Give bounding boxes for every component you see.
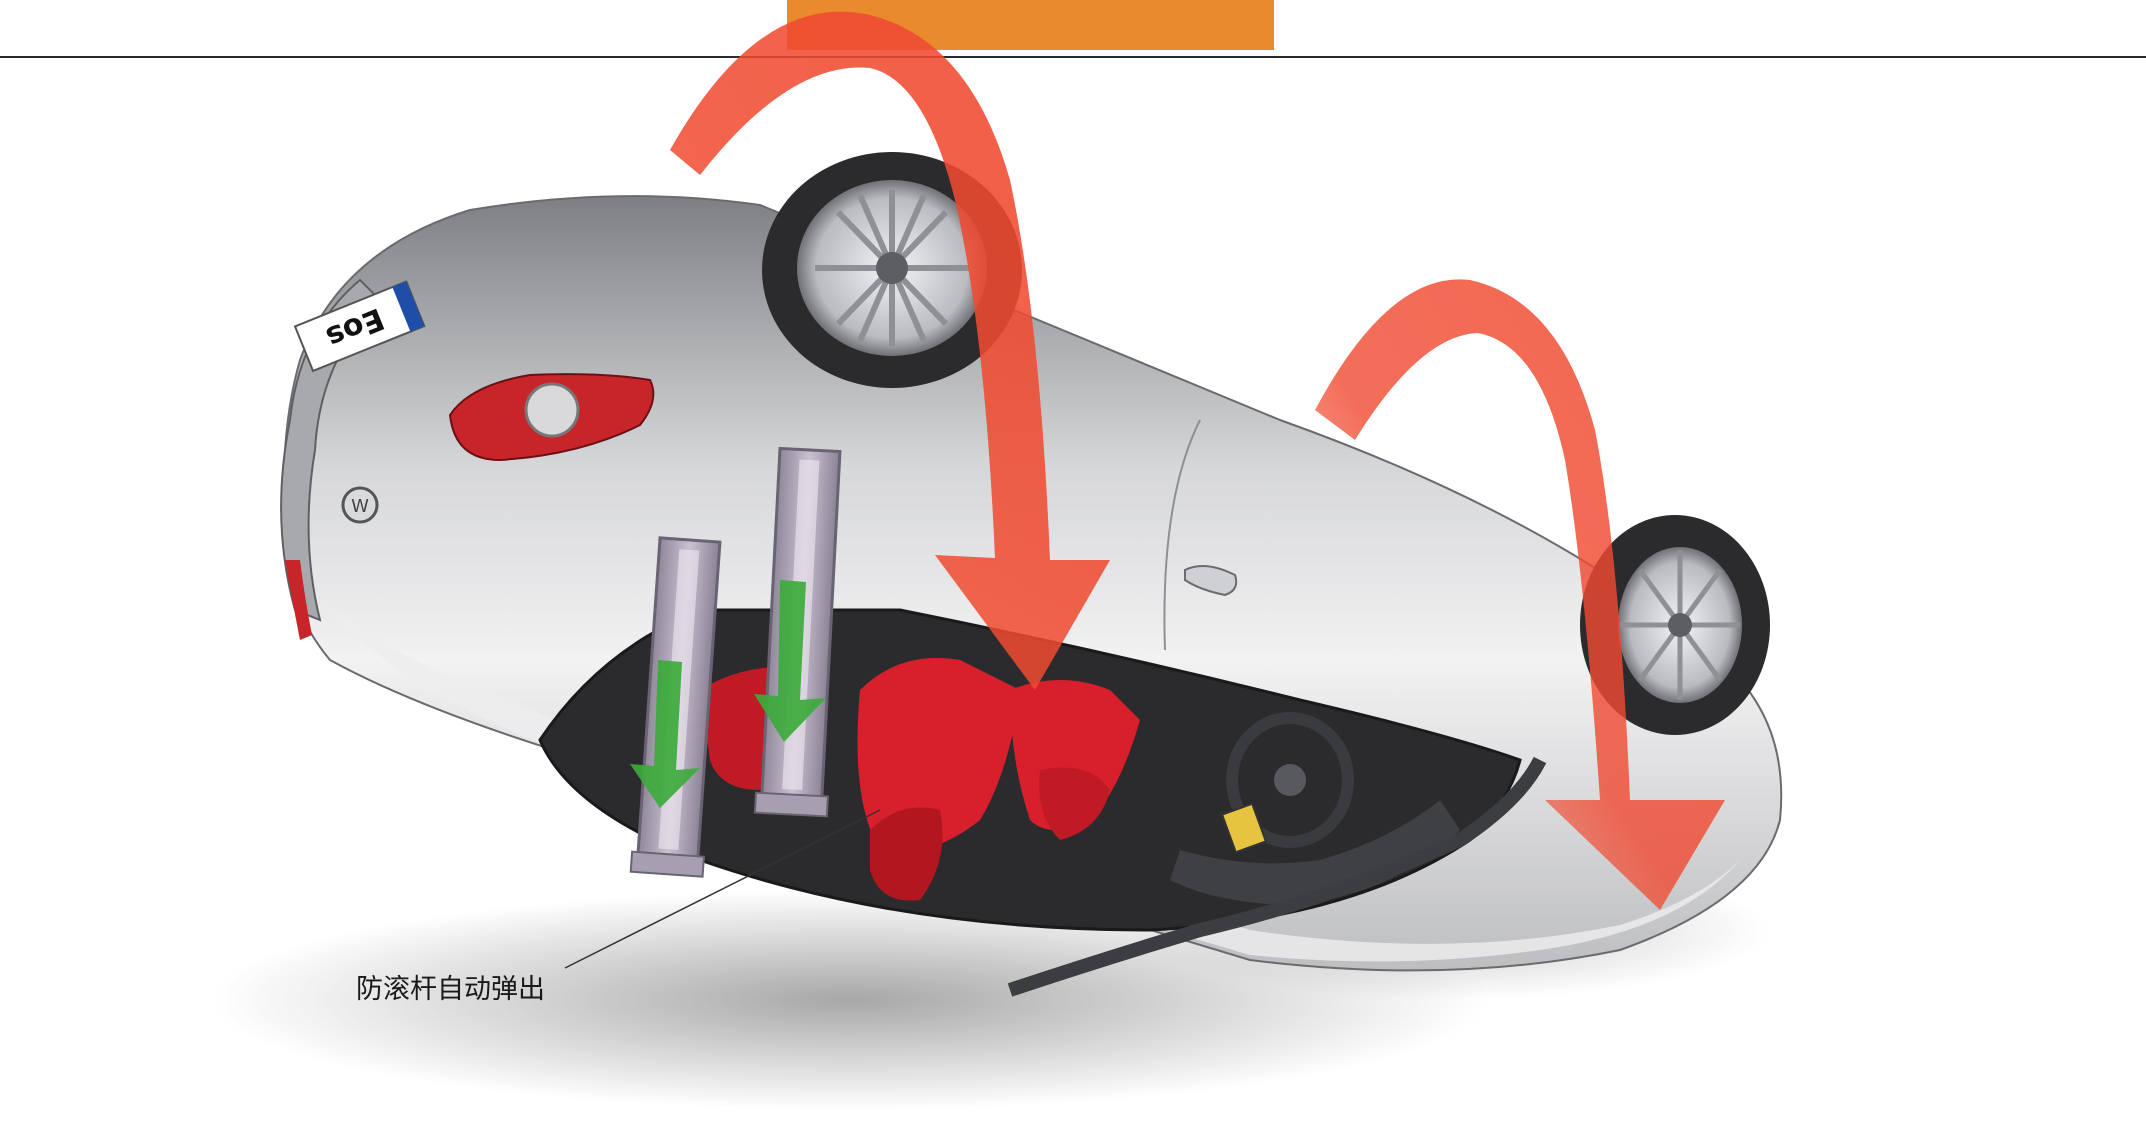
rear-bumper bbox=[280, 278, 382, 622]
license-plate: Eos bbox=[293, 280, 426, 373]
steering-wheel bbox=[1226, 712, 1354, 848]
deploy-arrow-icon bbox=[630, 580, 826, 808]
svg-text:W: W bbox=[351, 496, 369, 517]
door-seam bbox=[1163, 419, 1201, 651]
dashboard bbox=[1170, 800, 1460, 905]
rollbar-callout-label: 防滚杆自动弹出 bbox=[356, 974, 545, 1005]
seats bbox=[700, 658, 1140, 901]
front-wheel bbox=[1580, 515, 1770, 735]
windshield-frame bbox=[1007, 756, 1547, 997]
door-handle bbox=[1184, 565, 1238, 597]
rotation-arrow-icon bbox=[670, 11, 1110, 691]
center-display bbox=[1220, 802, 1268, 854]
callout-leader bbox=[564, 809, 881, 969]
vw-logo-icon: W bbox=[341, 486, 379, 524]
rear-wheel bbox=[762, 152, 1022, 388]
rotation-arrow-icon bbox=[1315, 279, 1725, 910]
header-rule bbox=[0, 56, 2146, 58]
